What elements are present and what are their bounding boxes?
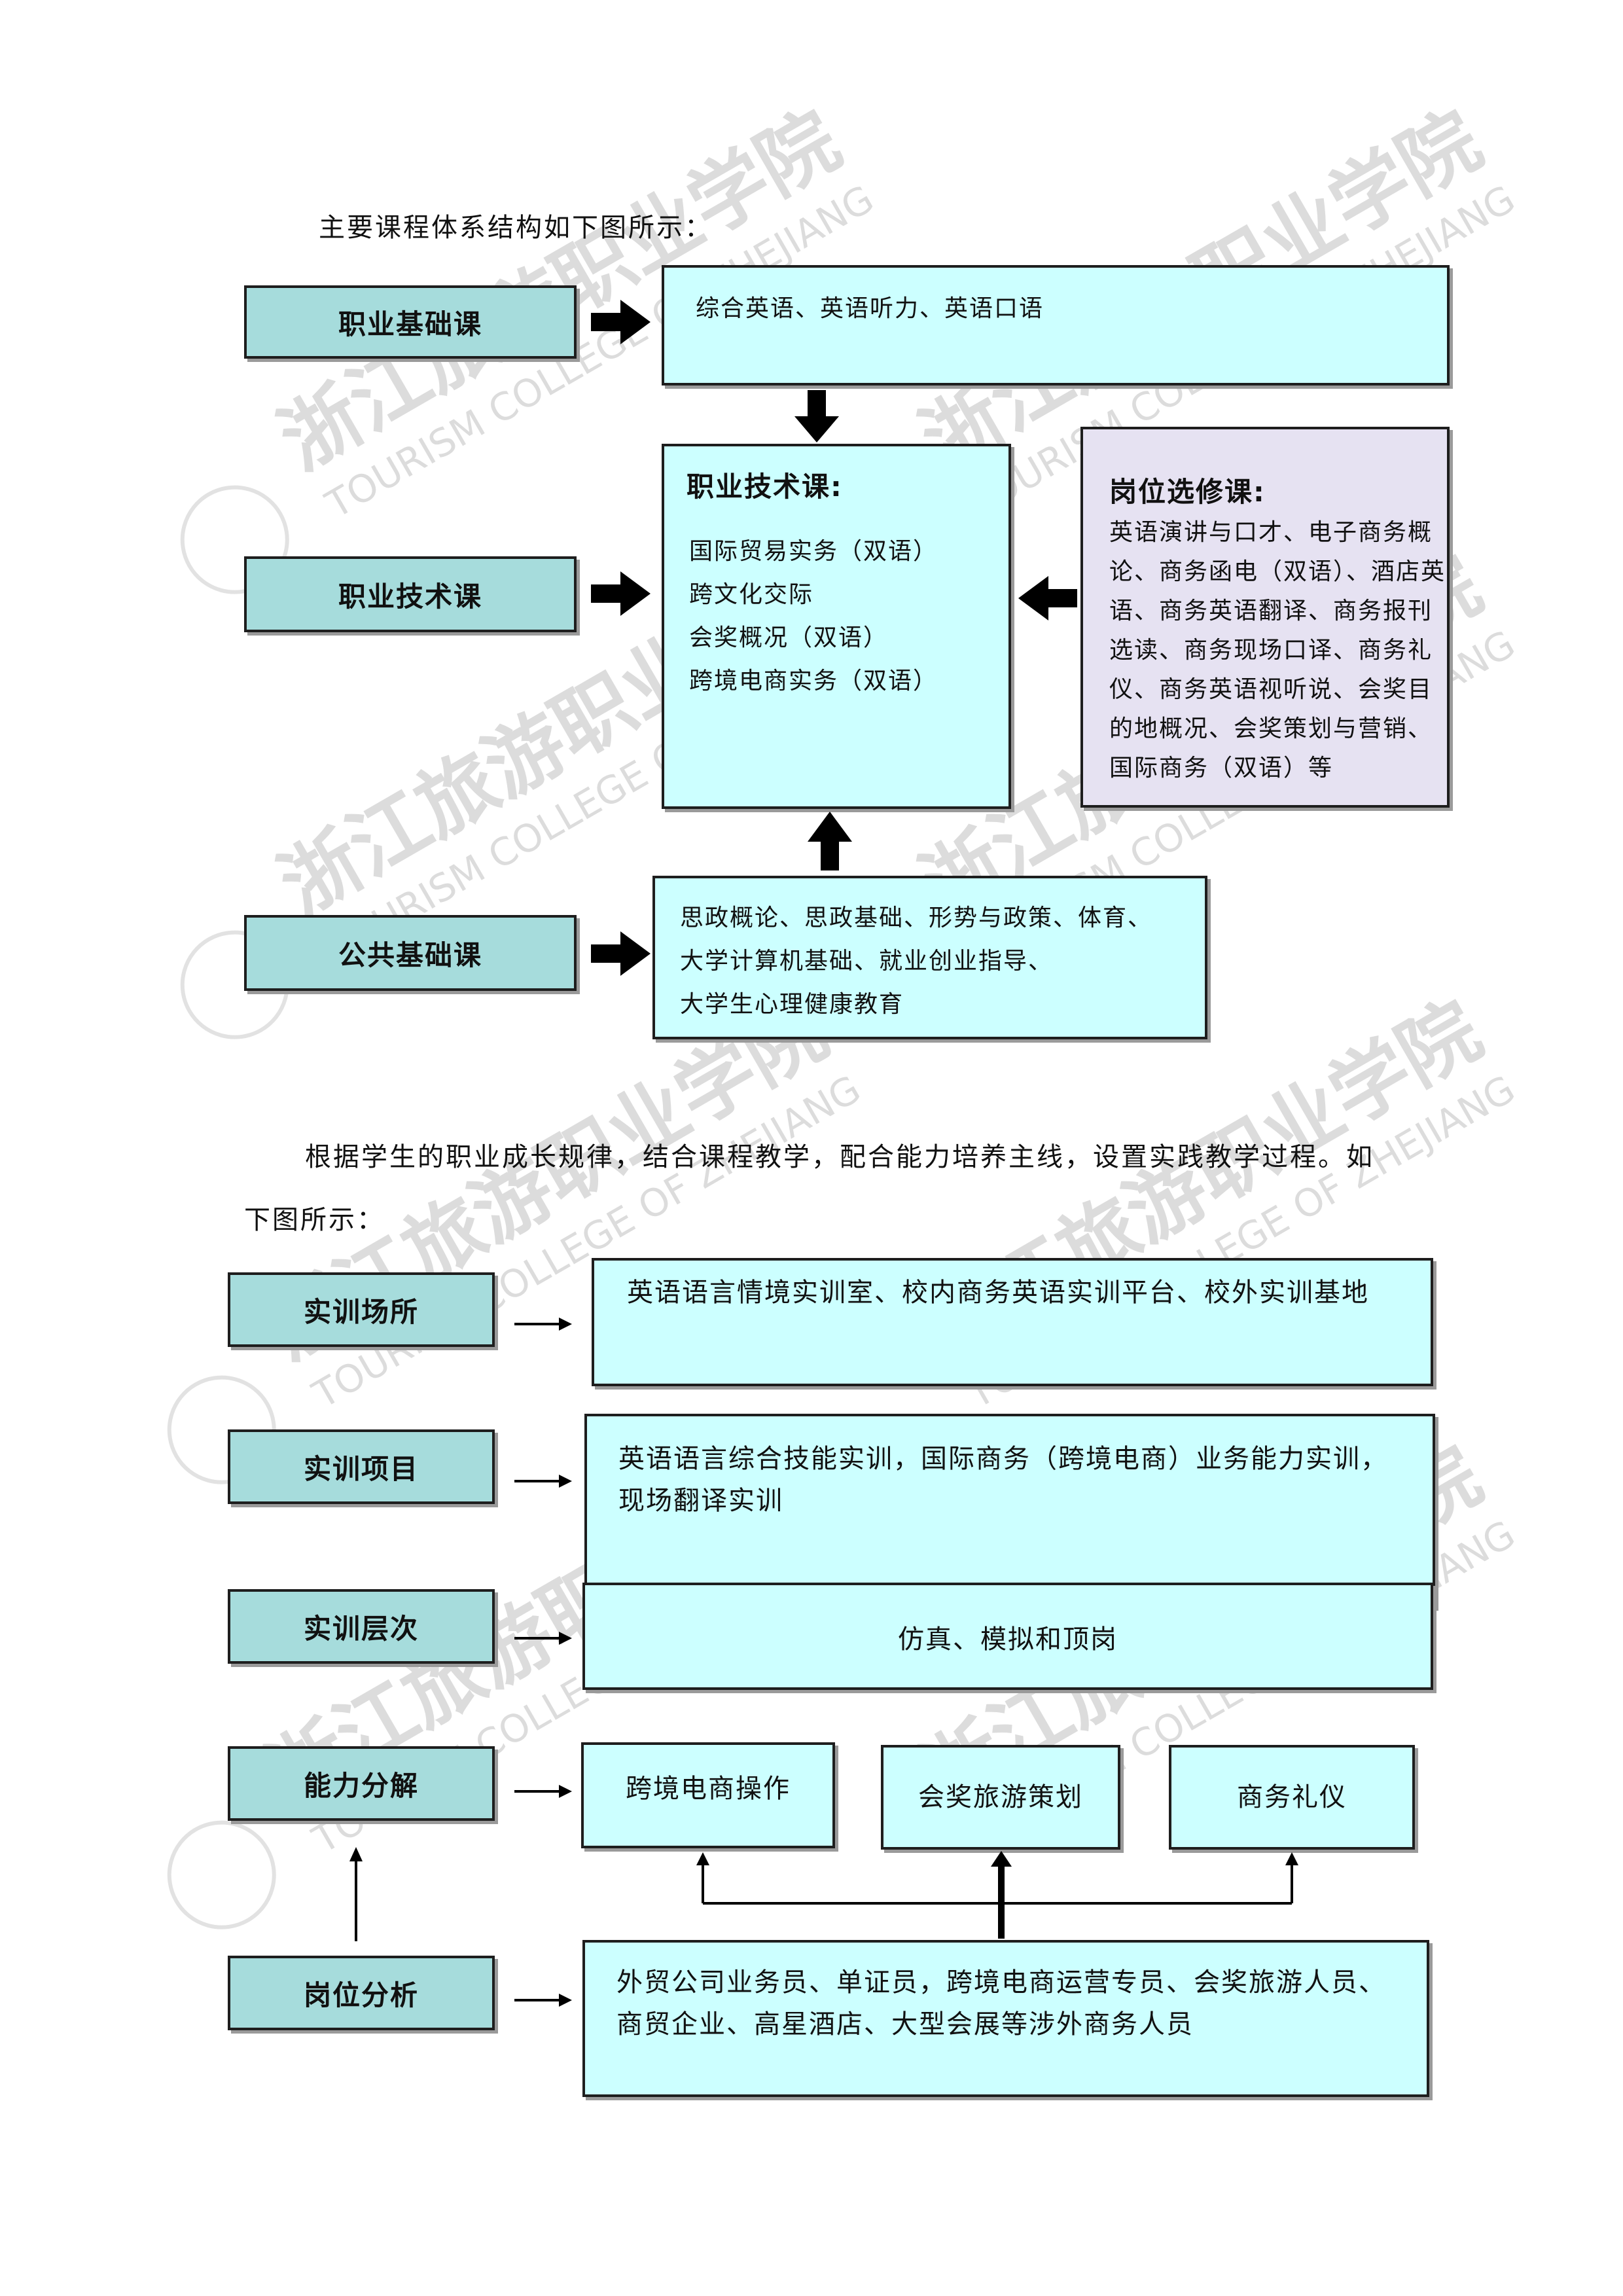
ability-mice-text: 会奖旅游策划 xyxy=(918,1782,1083,1812)
tech-course-item: 国际贸易实务（双语） xyxy=(689,538,938,565)
post-analysis-box: 外贸公司业务员、单证员，跨境电商运营专员、会奖旅游人员、 商贸企业、高星酒店、大… xyxy=(582,1940,1429,2097)
label-training-project: 实训项目 xyxy=(228,1429,495,1504)
training-level-box: 仿真、模拟和顶岗 xyxy=(582,1583,1433,1690)
training-site-text: 英语语言情境实训室、校内商务英语实训平台、校外实训基地 xyxy=(627,1278,1369,1308)
elective-line: 语、商务英语翻译、商务报刊 xyxy=(1109,598,1433,624)
elective-line: 英语演讲与口才、电子商务概 xyxy=(1109,519,1433,546)
elective-box-title: 岗位选修课: xyxy=(1109,476,1266,508)
ability-box-ecommerce: 跨境电商操作 xyxy=(581,1742,835,1848)
public-courses-box: 思政概论、思政基础、形势与政策、体育、 大学计算机基础、就业创业指导、 大学生心… xyxy=(652,876,1207,1039)
elective-line: 论、商务函电（双语）、酒店英 xyxy=(1109,558,1446,585)
training-project-line: 现场翻译实训 xyxy=(618,1486,783,1516)
elective-line: 的地概况、会奖策划与营销、 xyxy=(1109,715,1433,742)
label-tech-courses: 职业技术课 xyxy=(244,556,577,632)
training-level-text: 仿真、模拟和顶岗 xyxy=(898,1624,1118,1655)
basic-courses-box: 综合英语、英语听力、英语口语 xyxy=(662,265,1450,386)
ability-box-etiquette: 商务礼仪 xyxy=(1169,1745,1415,1850)
basic-courses-text: 综合英语、英语听力、英语口语 xyxy=(696,295,1044,322)
public-line: 大学生心理健康教育 xyxy=(680,991,904,1018)
public-line: 大学计算机基础、就业创业指导、 xyxy=(680,948,1054,975)
tech-course-item: 跨文化交际 xyxy=(689,581,814,608)
tech-box-title: 职业技术课: xyxy=(687,471,843,503)
intro-text: 主要课程体系结构如下图所示： xyxy=(319,213,713,243)
label-training-site: 实训场所 xyxy=(228,1272,495,1347)
elective-line: 国际商务（双语）等 xyxy=(1109,755,1334,781)
label-training-level: 实训层次 xyxy=(228,1589,495,1664)
label-public-courses: 公共基础课 xyxy=(244,915,577,991)
ability-box-mice: 会奖旅游策划 xyxy=(881,1745,1120,1850)
public-line: 思政概论、思政基础、形势与政策、体育、 xyxy=(680,905,1153,931)
elective-line: 选读、商务现场口译、商务礼 xyxy=(1109,637,1433,664)
practice-paragraph-line2: 下图所示： xyxy=(244,1205,385,1235)
ability-etiquette-text: 商务礼仪 xyxy=(1237,1782,1347,1812)
post-analysis-line: 外贸公司业务员、单证员，跨境电商运营专员、会奖旅游人员、 xyxy=(616,1967,1386,1998)
tech-course-item: 跨境电商实务（双语） xyxy=(689,668,938,694)
training-project-box: 英语语言综合技能实训，国际商务（跨境电商）业务能力实训， 现场翻译实训 xyxy=(584,1414,1435,1607)
ability-ecommerce-text: 跨境电商操作 xyxy=(626,1774,791,1804)
label-post-analysis: 岗位分析 xyxy=(228,1956,495,2030)
training-site-box: 英语语言情境实训室、校内商务英语实训平台、校外实训基地 xyxy=(592,1258,1433,1386)
elective-courses-box: 岗位选修课: 英语演讲与口才、电子商务概 论、商务函电（双语）、酒店英 语、商务… xyxy=(1080,427,1450,808)
tech-course-item: 会奖概况（双语） xyxy=(689,624,889,651)
label-basic-courses: 职业基础课 xyxy=(244,285,577,359)
practice-paragraph-line1: 根据学生的职业成长规律，结合课程教学，配合能力培养主线，设置实践教学过程。如 xyxy=(305,1142,1374,1172)
tech-courses-box: 职业技术课: 国际贸易实务（双语） 跨文化交际 会奖概况（双语） 跨境电商实务（… xyxy=(662,444,1011,809)
post-analysis-line: 商贸企业、高星酒店、大型会展等涉外商务人员 xyxy=(616,2009,1194,2039)
label-ability-breakdown: 能力分解 xyxy=(228,1746,495,1821)
elective-line: 仪、商务英语视听说、会奖目 xyxy=(1109,676,1433,703)
training-project-line: 英语语言综合技能实训，国际商务（跨境电商）业务能力实训， xyxy=(618,1444,1388,1474)
